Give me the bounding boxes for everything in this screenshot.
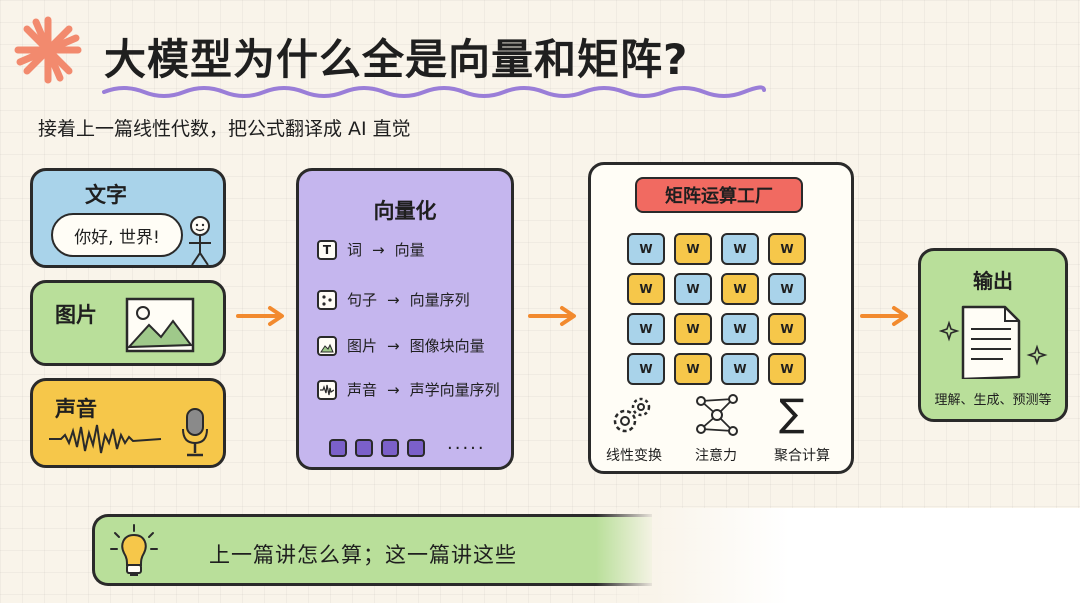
- speech-bubble: 你好, 世界!: [51, 213, 183, 257]
- weight-cell: W: [674, 273, 712, 305]
- vectorize-row-arrow: →: [372, 240, 385, 259]
- network-icon: [696, 394, 738, 436]
- input-image-label: 图片: [55, 303, 97, 327]
- sigma-icon: ∑: [779, 391, 805, 435]
- title-underline: [102, 85, 766, 98]
- vectorize-row-word: T 词 → 向量: [317, 239, 425, 260]
- vectorize-row-to: 图像块向量: [409, 337, 485, 355]
- vector-token: [355, 439, 373, 457]
- weight-cell: W: [721, 353, 759, 385]
- vector-token: [407, 439, 425, 457]
- weight-cell: W: [674, 353, 712, 385]
- vectorize-row-image: 图片 → 图像块向量: [317, 335, 485, 356]
- vectorize-row-to: 向量: [394, 241, 425, 259]
- vector-token: [329, 439, 347, 457]
- subtitle: 接着上一篇线性代数，把公式翻译成 AI 直觉: [38, 118, 411, 140]
- input-text-card: 文字 你好, 世界!: [30, 168, 226, 268]
- gears-icon: [613, 397, 651, 433]
- op-label-linear: 线性变换: [606, 448, 662, 464]
- image-icon: [317, 335, 337, 356]
- vectorize-row-audio: 声音 → 声学向量序列: [317, 379, 500, 400]
- weight-cell: W: [674, 233, 712, 265]
- weight-cell: W: [627, 313, 665, 345]
- weight-cell: W: [721, 233, 759, 265]
- weight-cell: W: [627, 233, 665, 265]
- output-panel: 输出 理解、生成、预测等: [918, 248, 1068, 422]
- output-title: 输出: [973, 269, 1013, 293]
- input-audio-label: 声音: [55, 397, 97, 421]
- landscape-picture-icon: [125, 297, 195, 353]
- vectorize-row-sentence: 句子 → 向量序列: [317, 289, 470, 310]
- vectorize-title: 向量化: [373, 199, 437, 223]
- weight-cell: W: [627, 353, 665, 385]
- weight-cell: W: [768, 233, 806, 265]
- vector-token: [381, 439, 399, 457]
- vectorize-row-arrow: →: [387, 290, 400, 309]
- vectorize-row-to: 声学向量序列: [409, 381, 500, 399]
- input-text-label: 文字: [85, 183, 127, 207]
- starburst-icon: [14, 16, 82, 84]
- weight-cell: W: [627, 273, 665, 305]
- op-label-aggregate: 聚合计算: [774, 448, 830, 464]
- vectorize-panel: 向量化 T 词 → 向量 句子 → 向量序列 图片 → 图像块向量 声音 → 声…: [296, 168, 514, 470]
- waveform-icon: [49, 424, 162, 454]
- bottom-banner: 上一篇讲怎么算；这一篇讲这些: [92, 514, 652, 586]
- vectorize-row-from: 图片: [347, 337, 378, 355]
- factory-title: 矩阵运算工厂: [635, 177, 803, 213]
- text-icon: T: [317, 239, 337, 260]
- input-audio-card: 声音: [30, 378, 226, 468]
- waveform-icon: [317, 379, 337, 400]
- weight-cell: W: [721, 313, 759, 345]
- person-icon: [189, 216, 211, 266]
- vectorize-row-to: 向量序列: [409, 291, 470, 309]
- lightbulb-icon: [110, 524, 158, 576]
- arrow-factory-to-output: [860, 306, 908, 326]
- ellipsis: .....: [447, 433, 486, 454]
- weight-cell: W: [721, 273, 759, 305]
- microphone-icon: [182, 408, 208, 457]
- vectorize-row-arrow: →: [387, 380, 400, 399]
- vectorize-row-from: 词: [347, 241, 363, 259]
- document-icon: [939, 305, 1048, 379]
- vectorize-row-arrow: →: [387, 336, 400, 355]
- dice-icon: [317, 289, 337, 310]
- weight-cell: W: [674, 313, 712, 345]
- weight-cell: W: [768, 273, 806, 305]
- vectorize-row-from: 声音: [347, 381, 378, 399]
- arrow-inputs-to-vectorize: [236, 306, 284, 326]
- bottom-caption: 上一篇讲怎么算；这一篇讲这些: [209, 543, 517, 567]
- weight-cell: W: [768, 353, 806, 385]
- input-image-card: 图片: [30, 280, 226, 366]
- page-title: 大模型为什么全是向量和矩阵?: [104, 35, 689, 84]
- op-label-attention: 注意力: [695, 448, 737, 464]
- faded-overlay: [596, 508, 1080, 603]
- vectorize-row-from: 句子: [347, 291, 378, 309]
- output-label: 理解、生成、预测等: [934, 393, 1052, 408]
- arrow-vectorize-to-factory: [528, 306, 576, 326]
- weight-cell: W: [768, 313, 806, 345]
